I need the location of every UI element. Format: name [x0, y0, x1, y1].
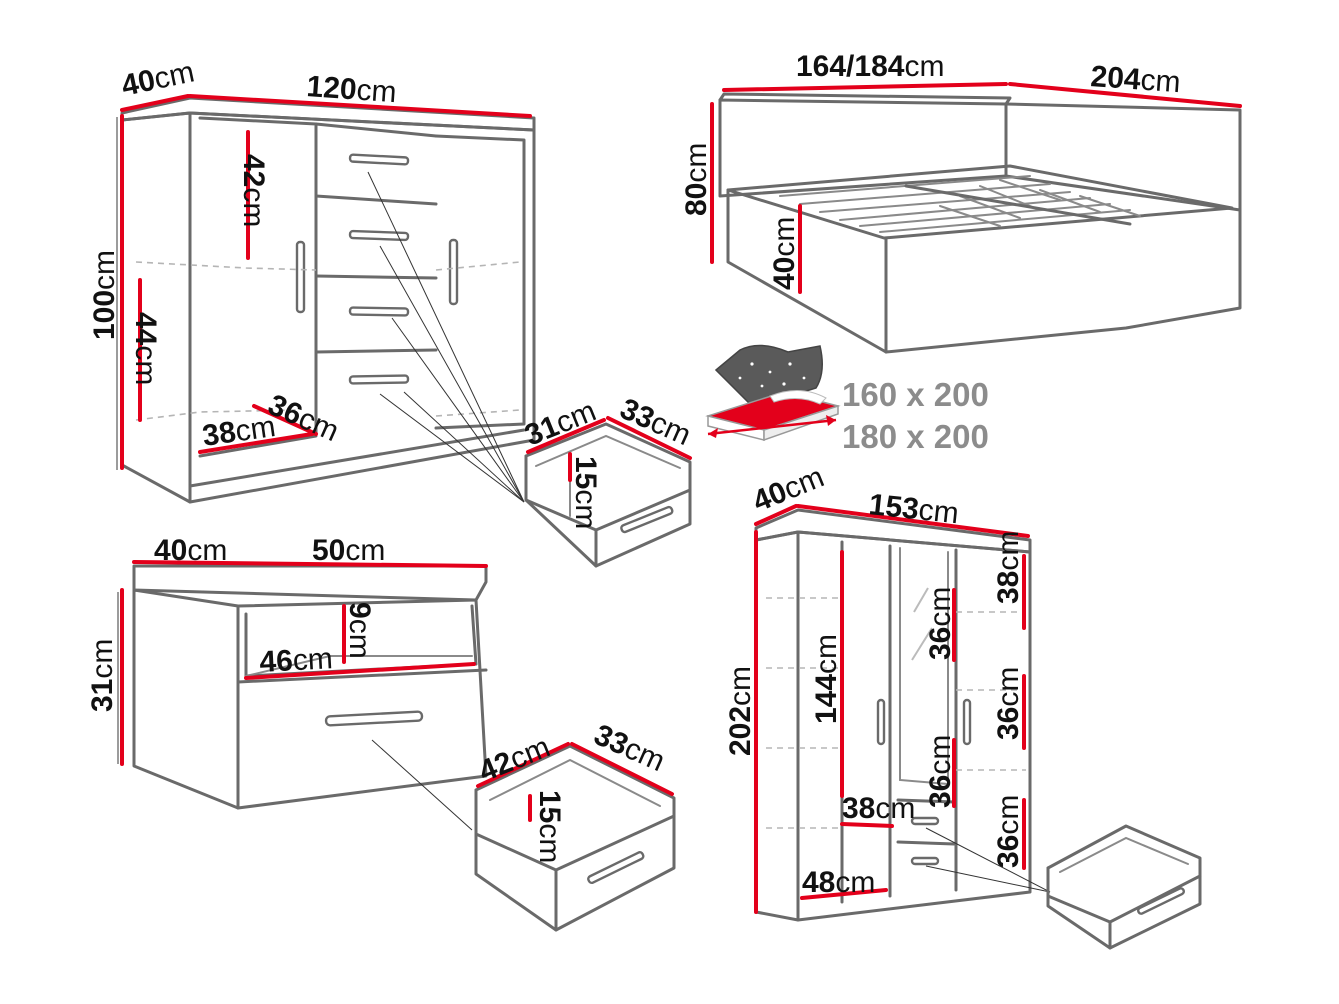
wardrobe-middle-shelf-2-label: 36cm	[924, 735, 957, 808]
chest-drawer-1	[314, 194, 438, 206]
nightstand-drawer-detail: 42cm 33cm 15cm	[474, 718, 676, 932]
nightstand-drawer-depth-dim	[570, 742, 674, 796]
wardrobe: 40cm 153cm 202cm 144cm 38cm 36cm 36cm 36…	[724, 460, 1051, 922]
door-handle-icon	[295, 240, 306, 314]
wardrobe-shelf-1-label: 38cm	[992, 531, 1025, 604]
chest-height-label: 100cm	[88, 250, 121, 340]
drawer-handle-icon	[910, 856, 940, 866]
wardrobe-width-label: 153cm	[867, 488, 960, 530]
nightstand: 40cm 50cm 31cm 9cm 46cm	[86, 534, 488, 831]
wardrobe-inner-width-label: 48cm	[802, 866, 875, 899]
nightstand-depth-label: 40cm	[154, 534, 227, 567]
chest-drawer-detail: 31cm 33cm 15cm	[520, 392, 696, 568]
drawer-handle-icon	[348, 229, 410, 242]
drawer-handle-icon	[324, 710, 424, 727]
drawer-handle-icon	[620, 505, 674, 534]
chest-drawer-3	[314, 348, 438, 354]
drawer-handle-icon	[348, 306, 410, 317]
nightstand-niche-width-label: 46cm	[259, 642, 334, 679]
chest-door-left	[198, 116, 318, 458]
chest-lower-shelf-label: 44cm	[129, 312, 162, 385]
chest-shelf-depth-dim	[252, 404, 318, 436]
door-handle-icon	[448, 238, 459, 306]
chest-drawer-width-dim	[526, 418, 606, 454]
mattress-size-2: 180 x 200	[842, 418, 989, 455]
wardrobe-drawer-width-dim	[840, 822, 894, 828]
drawer-handle-icon	[348, 374, 410, 385]
nightstand-side	[132, 588, 240, 810]
chest-shelf-width-dim	[198, 432, 314, 454]
chest-width-label: 120cm	[306, 70, 398, 109]
drawer-handle-icon	[587, 851, 645, 885]
chest-upper-shelf-label: 42cm	[237, 154, 270, 227]
chest-drawer-depth-dim	[606, 416, 692, 460]
chest-width-dim	[188, 94, 532, 118]
dressing-chest: 40cm 120cm 100cm 42cm 44cm 36cm 38cm	[88, 55, 536, 504]
wardrobe-hanging-label: 144cm	[810, 634, 843, 724]
nightstand-width-dim	[132, 560, 488, 568]
nightstand-height-label: 31cm	[86, 639, 119, 712]
bed-length-dim	[1008, 82, 1242, 108]
wardrobe-shelf-2-label: 36cm	[992, 667, 1025, 740]
chest-depth-label: 40cm	[119, 55, 198, 103]
bed-width-dim	[722, 82, 1008, 92]
nightstand-niche-width-dim	[244, 662, 476, 680]
bed-headboard-height-label: 80cm	[680, 143, 713, 216]
wardrobe-drawer-width-label: 38cm	[842, 792, 915, 825]
wardrobe-middle-shelf-1-label: 36cm	[924, 587, 957, 660]
drawer-handle-icon	[910, 816, 940, 826]
drawer-handle-icon	[348, 153, 410, 166]
chest-door-right	[434, 134, 526, 430]
chest-depth-dim	[120, 94, 190, 112]
wardrobe-side	[754, 530, 800, 922]
nightstand-front	[236, 598, 488, 810]
wardrobe-drawer-detail	[1046, 824, 1202, 950]
bed-frame	[726, 164, 1234, 240]
chest-shelf-width-label: 38cm	[200, 410, 277, 453]
chest-side	[120, 111, 192, 504]
nightstand-drawer-width-label: 42cm	[474, 730, 554, 788]
nightstand-drawer-width-dim	[476, 742, 570, 788]
wardrobe-height-label: 202cm	[724, 666, 757, 756]
nightstand-drawer-height-label: 15cm	[533, 790, 566, 863]
bed-width-label: 164/184cm	[796, 50, 944, 83]
nightstand-drawer-depth-label: 33cm	[589, 718, 669, 778]
mattress-size-1: 160 x 200	[842, 376, 989, 413]
wardrobe-shelf-3-label: 36cm	[992, 795, 1025, 868]
bed-length-label: 204cm	[1090, 60, 1182, 99]
wardrobe-depth-dim	[754, 504, 798, 526]
wardrobe-inner-width-dim	[800, 888, 888, 900]
bed-frame-height-label: 40cm	[768, 217, 801, 290]
wardrobe-width-dim	[796, 504, 1030, 538]
nightstand-width-label: 50cm	[312, 534, 385, 567]
wardrobe-mirror	[899, 547, 949, 786]
chest-front	[188, 111, 536, 504]
chest-plinth	[188, 428, 526, 488]
chest-drawer-2	[314, 274, 438, 280]
wardrobe-front	[796, 530, 1032, 922]
door-handle-icon	[876, 698, 886, 746]
chest-drawer-height-label: 15cm	[569, 456, 602, 529]
mattress-icon	[705, 344, 841, 442]
door-handle-icon	[962, 698, 972, 746]
nightstand-top	[132, 564, 488, 602]
bed: 164/184cm 204cm 80cm 40cm	[680, 50, 1242, 354]
drawer-handle-icon	[1137, 887, 1185, 915]
nightstand-niche-height-label: 9cm	[343, 602, 376, 659]
